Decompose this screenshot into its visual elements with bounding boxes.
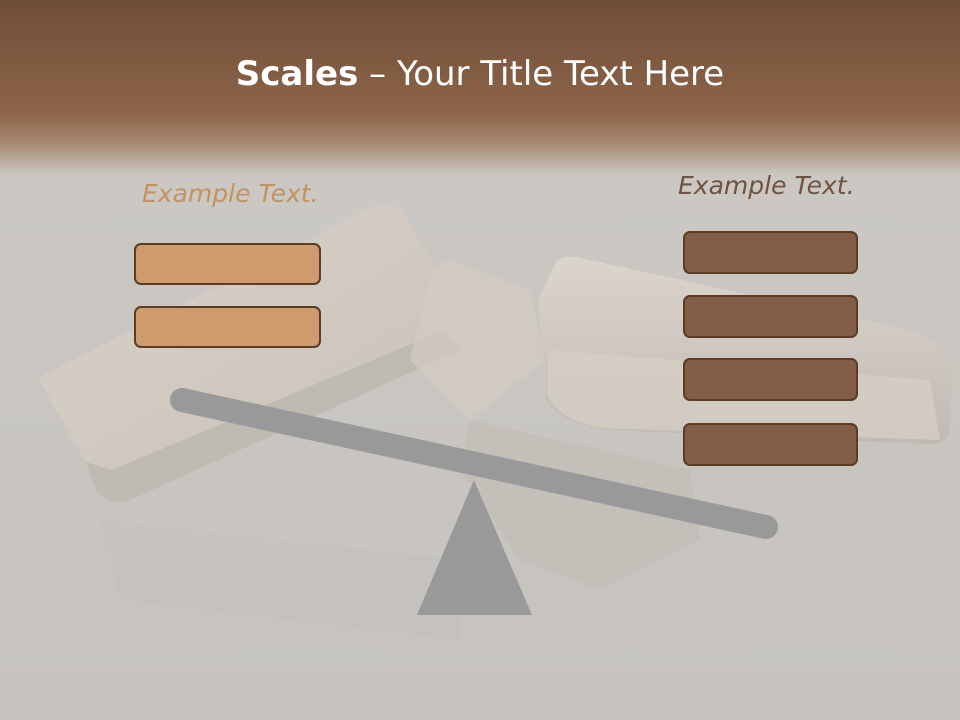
left-box xyxy=(134,306,321,348)
title-bold: Scales xyxy=(235,54,359,94)
right-label: Example Text. xyxy=(678,171,855,200)
right-box xyxy=(683,358,858,401)
slide-title: Scales – Your Title Text Here xyxy=(0,52,960,96)
right-box xyxy=(683,231,858,274)
fulcrum-triangle xyxy=(417,480,532,615)
left-box xyxy=(134,243,321,285)
title-bar xyxy=(0,0,960,175)
right-box xyxy=(683,423,858,466)
right-box xyxy=(683,295,858,338)
balance-beam xyxy=(170,388,778,539)
left-label: Example Text. xyxy=(142,179,319,208)
title-rest: – Your Title Text Here xyxy=(358,54,725,94)
